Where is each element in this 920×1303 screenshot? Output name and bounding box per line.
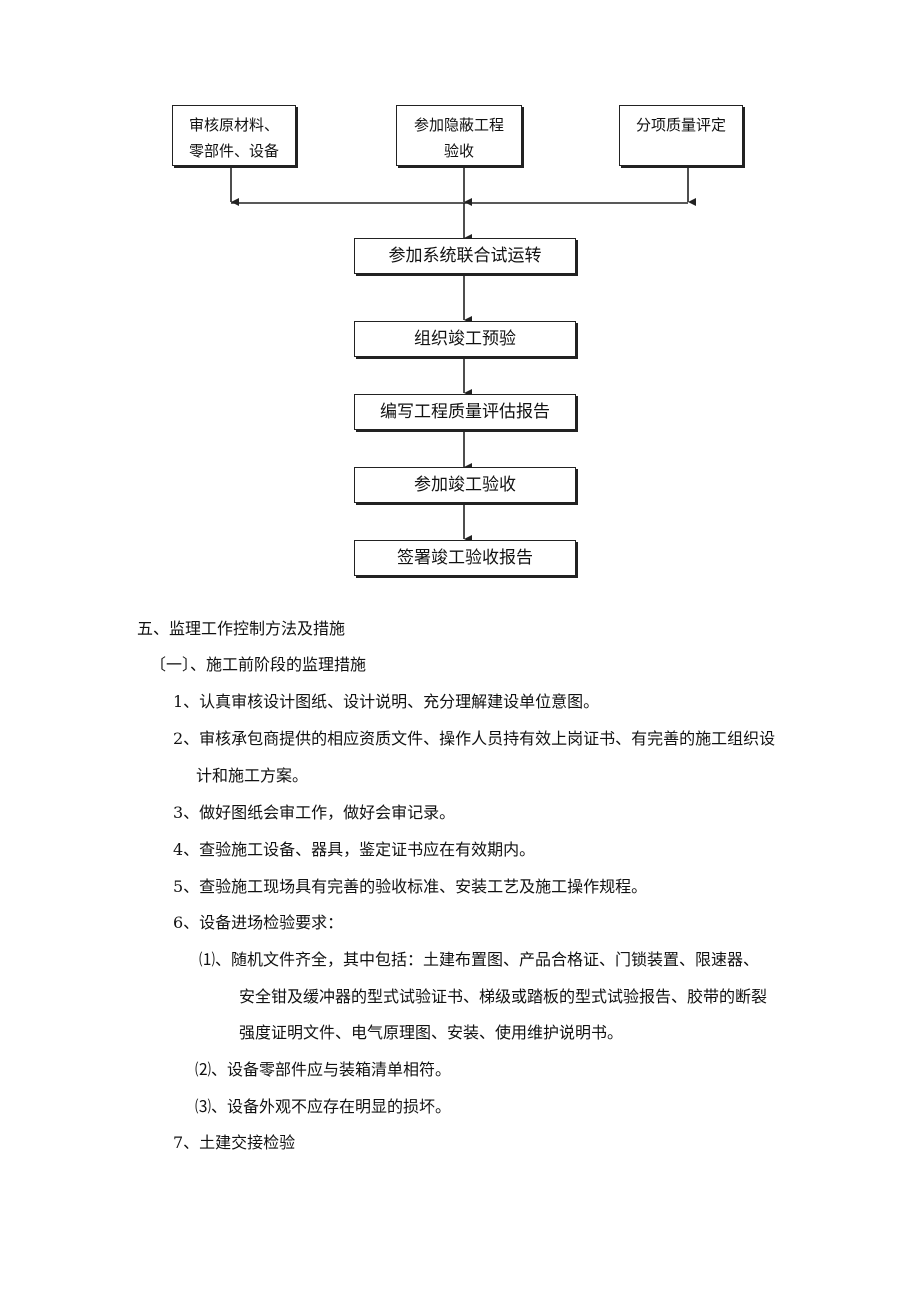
sub-list-item: ⑵、设备零部件应与装箱清单相符。 <box>195 1060 452 1079</box>
list-item: 2、审核承包商提供的相应资质文件、操作人员持有效上岗证书、有完善的施工组织设 <box>173 729 776 748</box>
flow-step-text: 组织竣工预验 <box>414 329 516 349</box>
flow-step-text: 编写工程质量评估报告 <box>380 402 550 422</box>
flow-step-pre-acceptance: 组织竣工预验 <box>354 321 576 357</box>
flow-step-text: 签署竣工验收报告 <box>397 548 533 568</box>
list-item: 6、设备进场检验要求： <box>173 913 344 932</box>
list-item: 1、认真审核设计图纸、设计说明、充分理解建设单位意图。 <box>173 692 600 711</box>
flow-box-text: 分项质量评定 <box>635 116 726 134</box>
flow-box-quality-assessment: 分项质量评定 <box>619 105 743 166</box>
flow-step-trial-run: 参加系统联合试运转 <box>354 238 576 274</box>
list-item: 7、土建交接检验 <box>173 1133 296 1152</box>
flow-step-final-acceptance: 参加竣工验收 <box>354 467 576 503</box>
flow-box-text: 参加隐蔽工程 <box>413 116 504 134</box>
sub-list-item: ⑶、设备外观不应存在明显的损坏。 <box>195 1097 452 1116</box>
flow-step-text: 参加系统联合试运转 <box>388 246 542 266</box>
sub-list-item: 强度证明文件、电气原理图、安装、使用维护说明书。 <box>239 1023 624 1042</box>
list-item: 3、做好图纸会审工作，做好会审记录。 <box>173 803 456 822</box>
flow-step-sign-report: 签署竣工验收报告 <box>354 540 576 576</box>
sub-list-item: 安全钳及缓冲器的型式试验证书、梯级或踏板的型式试验报告、胶带的断裂 <box>239 987 768 1006</box>
section-subheading: 〔一〕、施工前阶段的监理措施 <box>150 655 367 674</box>
flow-box-concealed-works: 参加隐蔽工程 验收 <box>396 105 522 166</box>
section-heading: 五、监理工作控制方法及措施 <box>137 619 346 638</box>
flow-box-text: 验收 <box>443 142 474 160</box>
flow-box-materials: 审核原材料、 零部件、设备 <box>172 105 296 166</box>
flow-box-text: 零部件、设备 <box>188 142 279 160</box>
flow-step-text: 参加竣工验收 <box>414 475 516 495</box>
flow-box-text: 审核原材料、 <box>188 116 279 134</box>
flow-step-quality-report: 编写工程质量评估报告 <box>354 394 576 430</box>
sub-list-item: ⑴、随机文件齐全，其中包括：土建布置图、产品合格证、门锁装置、限速器、 <box>199 950 760 969</box>
list-item: 计和施工方案。 <box>196 766 309 785</box>
list-item: 5、查验施工现场具有完善的验收标准、安装工艺及施工操作规程。 <box>173 877 648 896</box>
flowchart-connectors <box>230 167 696 543</box>
list-item: 4、查验施工设备、器具，鉴定证书应在有效期内。 <box>173 840 536 859</box>
